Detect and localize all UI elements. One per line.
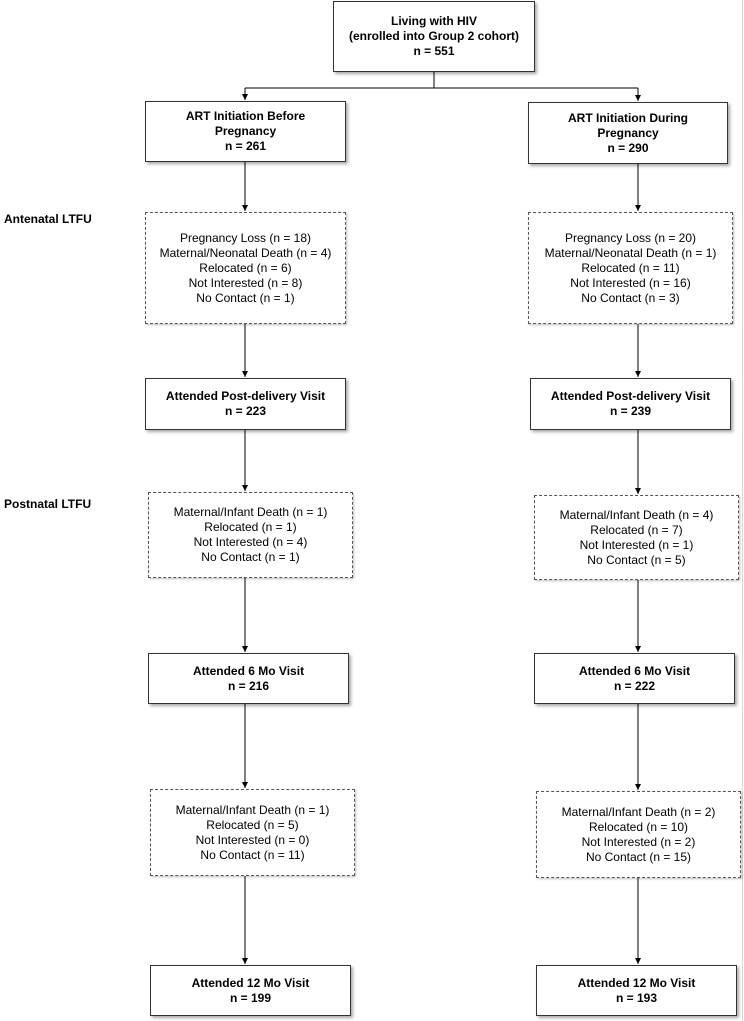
box-line: Maternal/Infant Death (n = 1): [175, 802, 330, 817]
box-line: Not Interested (n = 8): [188, 275, 303, 290]
left-6-12mo-ltfu-box: Maternal/Infant Death (n = 1) Relocated …: [150, 789, 355, 876]
box-line: Maternal/Neonatal Death (n = 4): [159, 245, 332, 260]
box-line: n = 239: [609, 404, 652, 418]
left-postnatal-ltfu-box: Maternal/Infant Death (n = 1) Relocated …: [148, 492, 353, 578]
box-line: Attended Post-delivery Visit: [165, 389, 326, 403]
box-line: No Contact (n = 11): [200, 847, 305, 862]
box-line: Maternal/Infant Death (n = 4): [559, 507, 714, 522]
box-line: Maternal/Infant Death (n = 1): [173, 505, 328, 519]
box-line: Attended 12 Mo Visit: [191, 975, 310, 990]
box-line: Living with HIV: [391, 14, 477, 28]
box-line: No Contact (n = 5): [587, 552, 686, 567]
box-line: Not Interested (n = 2): [581, 834, 696, 849]
left-6mo-visit-box: Attended 6 Mo Visit n = 216: [148, 653, 349, 704]
box-line: n = 551: [413, 44, 455, 58]
box-line: Maternal/Infant Death (n = 2): [561, 804, 716, 819]
right-postnatal-ltfu-box: Maternal/Infant Death (n = 4) Relocated …: [534, 495, 739, 580]
box-line: (enrolled into Group 2 cohort): [349, 29, 519, 43]
box-line: n = 223: [224, 404, 267, 418]
box-line: n = 261: [224, 139, 267, 153]
box-line: No Contact (n = 1): [201, 550, 300, 564]
right-12mo-visit-box: Attended 12 Mo Visit n = 193: [536, 965, 737, 1016]
page-edge-rule: [742, 0, 743, 1021]
box-line: Pregnancy: [214, 124, 277, 138]
box-line: No Contact (n = 15): [585, 849, 692, 864]
box-line: No Contact (n = 3): [581, 290, 680, 305]
box-line: Pregnancy Loss (n = 20): [564, 230, 697, 245]
box-line: Relocated (n = 6): [199, 260, 292, 275]
left-antenatal-ltfu-box: Pregnancy Loss (n = 18) Maternal/Neonata…: [145, 212, 346, 324]
box-line: Attended 6 Mo Visit: [192, 663, 305, 678]
box-line: Relocated (n = 1): [204, 520, 297, 534]
enrolled-cohort-box: Living with HIV (enrolled into Group 2 c…: [333, 1, 535, 72]
right-6-12mo-ltfu-box: Maternal/Infant Death (n = 2) Relocated …: [536, 791, 741, 878]
box-line: Pregnancy Loss (n = 18): [179, 230, 312, 245]
box-line: Attended Post-delivery Visit: [550, 389, 711, 403]
box-line: n = 193: [615, 990, 658, 1005]
right-antenatal-ltfu-box: Pregnancy Loss (n = 20) Maternal/Neonata…: [528, 212, 733, 324]
right-6mo-visit-box: Attended 6 Mo Visit n = 222: [534, 653, 735, 704]
postnatal-ltfu-label: Postnatal LTFU: [4, 497, 92, 511]
left-post-delivery-box: Attended Post-delivery Visit n = 223: [145, 378, 346, 430]
box-line: Not Interested (n = 0): [195, 832, 310, 847]
right-post-delivery-box: Attended Post-delivery Visit n = 239: [530, 378, 731, 430]
box-line: ART Initiation During: [568, 110, 688, 125]
right-art-during-pregnancy-box: ART Initiation During Pregnancy n = 290: [528, 102, 728, 164]
box-line: Attended 12 Mo Visit: [577, 975, 696, 990]
left-art-before-pregnancy-box: ART Initiation Before Pregnancy n = 261: [145, 101, 346, 162]
box-line: Relocated (n = 10): [588, 819, 689, 834]
antenatal-ltfu-label: Antenatal LTFU: [4, 212, 92, 226]
box-line: ART Initiation Before: [185, 109, 306, 123]
box-line: n = 222: [613, 678, 656, 693]
box-line: n = 216: [227, 678, 270, 693]
box-line: Relocated (n = 11): [581, 260, 680, 275]
box-line: Pregnancy: [597, 125, 659, 140]
box-line: Attended 6 Mo Visit: [578, 663, 691, 678]
box-line: No Contact (n = 1): [196, 290, 295, 305]
box-line: Relocated (n = 5): [206, 817, 299, 832]
box-line: Not Interested (n = 1): [579, 537, 694, 552]
left-12mo-visit-box: Attended 12 Mo Visit n = 199: [150, 965, 351, 1016]
box-line: Relocated (n = 7): [590, 522, 683, 537]
box-line: Not Interested (n = 4): [193, 535, 308, 549]
box-line: Maternal/Neonatal Death (n = 1): [544, 245, 717, 260]
box-line: n = 199: [229, 990, 272, 1005]
box-line: Not Interested (n = 16): [570, 275, 691, 290]
box-line: n = 290: [607, 140, 649, 155]
